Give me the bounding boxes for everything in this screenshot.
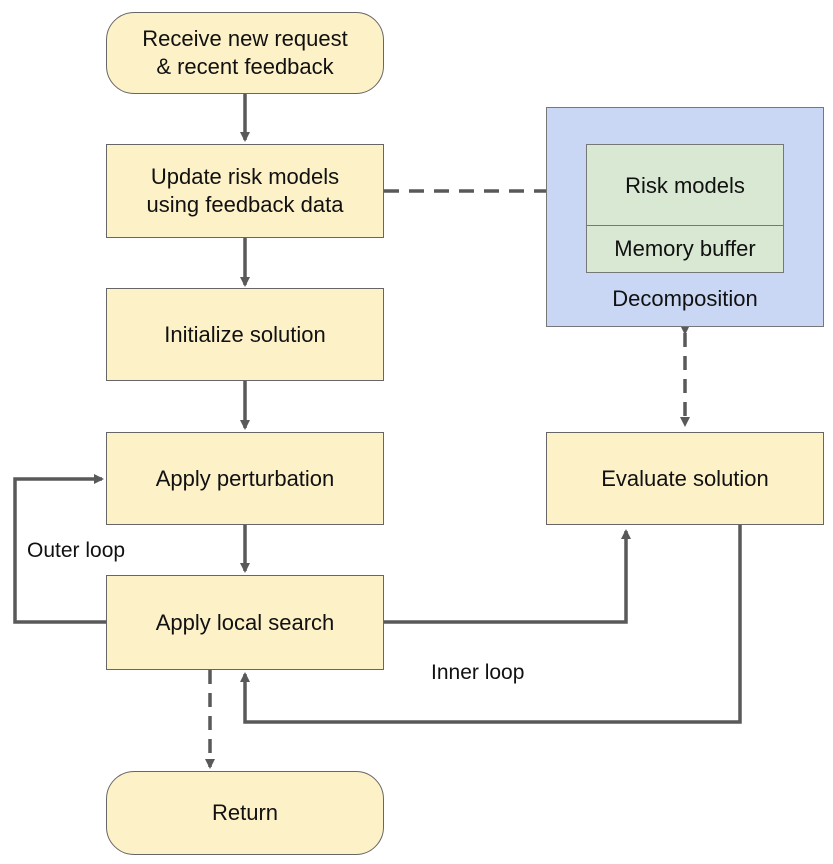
node-return: Return: [106, 771, 384, 855]
node-receive: Receive new request & recent feedback: [106, 12, 384, 94]
node-initialize-solution: Initialize solution: [106, 288, 384, 381]
node-apply-local-search: Apply local search: [106, 575, 384, 670]
node-apply-perturbation: Apply perturbation: [106, 432, 384, 525]
arrow-search-to-evaluate: [384, 529, 631, 624]
node-memory-buffer: Memory buffer: [586, 225, 784, 273]
arrow-outer-loop: [13, 474, 106, 624]
node-evaluate-solution: Evaluate solution: [546, 432, 824, 525]
node-update-risk-models: Update risk models using feedback data: [106, 144, 384, 238]
outer-loop-label: Outer loop: [27, 539, 126, 562]
decomposition-label: Decomposition: [612, 286, 758, 311]
inner-loop-label: Inner loop: [431, 661, 525, 684]
node-risk-models: Risk models: [586, 144, 784, 227]
arrow-inner-loop: [240, 525, 742, 724]
